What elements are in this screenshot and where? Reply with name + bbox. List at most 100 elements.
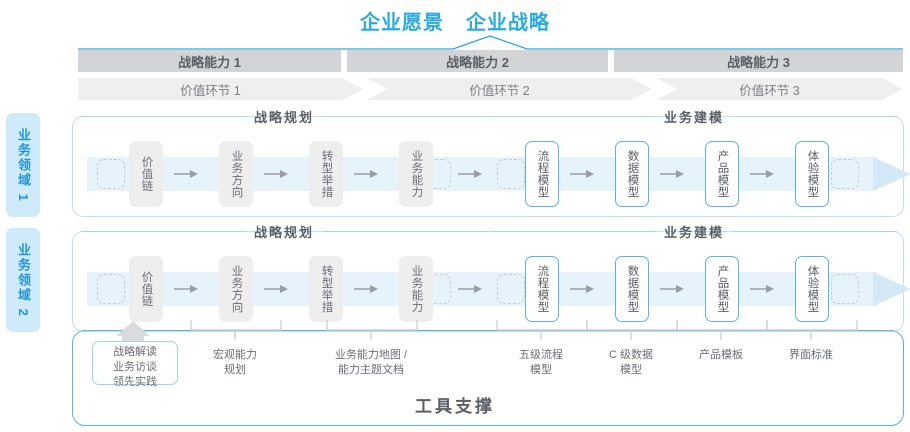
placeholder-box [97,274,125,304]
step-label: 价值链 [140,156,153,192]
section-header-modeling-2: 业务建模 [491,223,898,240]
tool-label-capability-map: 业务能力地图 / 能力主题文档 [316,348,426,377]
arrow-icon [264,170,288,178]
section-header-planning-2: 战略规划 [81,223,488,240]
step-box-business-capability-2[interactable]: 业务能力 [399,256,433,322]
section-header-modeling-1-label: 业务建模 [664,109,725,125]
arrow-icon [750,170,774,178]
section-rule-left [81,115,245,117]
step-label: 转型举措 [320,265,333,313]
value-link-1-label: 价值环节 1 [180,83,241,98]
step-box-business-direction-2[interactable]: 业务方向 [219,256,253,322]
arrow-icon [458,170,482,178]
step-label: 价值链 [140,271,153,307]
capability-bar-3: 战略能力 3 [614,50,903,72]
enterprise-vision-title: 企业愿景 [360,11,444,34]
tool-label-line: C 级数据 [609,349,653,361]
tool-label-ui-standard: 界面标准 [766,348,856,363]
section-rule-left [81,230,245,232]
placeholder-box [497,274,525,304]
section-rule-right [323,230,488,232]
tool-label-line: 模型 [620,363,642,376]
tool-label-line: 界面标准 [789,349,833,361]
step-label: 流程模型 [536,265,549,313]
step-box-experience-model-2[interactable]: 体验模型 [795,256,829,322]
section-rule-right [733,115,898,117]
arrow-icon [174,285,198,293]
placeholder-box [97,159,125,189]
tool-label-line: 业务能力地图 / [334,349,408,361]
capability-bar-2-label: 战略能力 2 [446,54,509,70]
section-header-modeling-2-label: 业务建模 [664,224,725,240]
section-header-planning-1: 战略规划 [81,108,488,125]
tool-label-macro-capability: 宏观能力 规划 [190,348,280,377]
tool-box-line-1: 战略解读 [113,346,157,358]
tool-support-container [72,330,904,426]
value-link-chevron-1: 价值环节 1 [78,78,363,100]
section-rule-right [733,230,898,232]
tool-box-strategy-inputs[interactable]: 战略解读 业务访谈 领先实践 [92,341,178,388]
tool-box-line-3: 领先实践 [113,375,157,388]
arrow-icon [750,285,774,293]
capability-bar-1: 战略能力 1 [78,50,341,72]
step-label: 流程模型 [536,150,549,198]
tool-label-line: 五级流程 [519,349,563,361]
tool-label-line: 规划 [224,363,246,376]
arrow-icon [354,285,378,293]
step-box-business-capability-1[interactable]: 业务能力 [399,141,433,207]
step-box-process-model-2[interactable]: 流程模型 [525,256,559,322]
tool-label-line: 宏观能力 [213,349,257,361]
domain-tab-1-label: 业务领域 1 [16,127,32,203]
capability-bar-1-label: 战略能力 1 [178,54,241,70]
step-box-data-model-2[interactable]: 数据模型 [615,256,649,322]
tool-box-line-2: 业务访谈 [113,360,157,373]
domain-tab-2-label: 业务领域 2 [16,242,32,318]
arrow-icon [570,285,594,293]
capability-bar-3-label: 战略能力 3 [727,54,790,70]
arrow-icon [660,170,684,178]
tool-label-five-level-process: 五级流程 模型 [496,348,586,377]
tool-label-c-level-data: C 级数据 模型 [586,348,676,377]
step-box-experience-model-1[interactable]: 体验模型 [795,141,829,207]
vision-strategy-header: 企业愿景 企业战略 [0,4,910,36]
step-box-transformation-2[interactable]: 转型举措 [309,256,343,322]
step-box-transformation-1[interactable]: 转型举措 [309,141,343,207]
step-label: 体验模型 [806,265,819,313]
arrow-icon [660,285,684,293]
step-label: 产品模型 [716,265,729,313]
section-header-planning-1-label: 战略规划 [254,109,315,125]
arrow-icon [570,170,594,178]
placeholder-box [831,159,859,189]
placeholder-box [497,159,525,189]
section-rule-left [491,230,655,232]
step-box-data-model-1[interactable]: 数据模型 [615,141,649,207]
domain-tab-1[interactable]: 业务领域 1 [6,113,40,217]
section-rule-left [491,115,655,117]
step-box-product-model-1[interactable]: 产品模型 [705,141,739,207]
step-label: 业务能力 [410,150,423,198]
value-link-chevron-2: 价值环节 2 [367,78,652,100]
tool-label-line: 产品模板 [699,349,743,361]
step-box-business-direction-1[interactable]: 业务方向 [219,141,253,207]
vision-connector-peak-icon [78,35,903,50]
flow-band-arrowhead-2 [873,272,910,306]
step-box-process-model-1[interactable]: 流程模型 [525,141,559,207]
domain-tab-2[interactable]: 业务领域 2 [6,228,40,332]
step-label: 体验模型 [806,150,819,198]
step-box-value-chain-2[interactable]: 价值链 [129,256,163,322]
tool-label-product-template: 产品模板 [676,348,766,363]
arrow-icon [264,285,288,293]
domain-row-1: 战略规划 业务建模 价值链 业务方向 转型举措 业务能力 流程模型 [72,110,910,217]
step-box-product-model-2[interactable]: 产品模型 [705,256,739,322]
tool-support-title: 工具支撑 [415,397,495,416]
section-header-planning-2-label: 战略规划 [254,224,315,240]
arrow-icon [354,170,378,178]
tool-label-line: 模型 [530,363,552,376]
capability-bar-2: 战略能力 2 [347,50,608,72]
section-rule-right [323,115,488,117]
step-label: 数据模型 [626,265,639,313]
arrow-icon [174,170,198,178]
step-label: 转型举措 [320,150,333,198]
step-box-value-chain-1[interactable]: 价值链 [129,141,163,207]
